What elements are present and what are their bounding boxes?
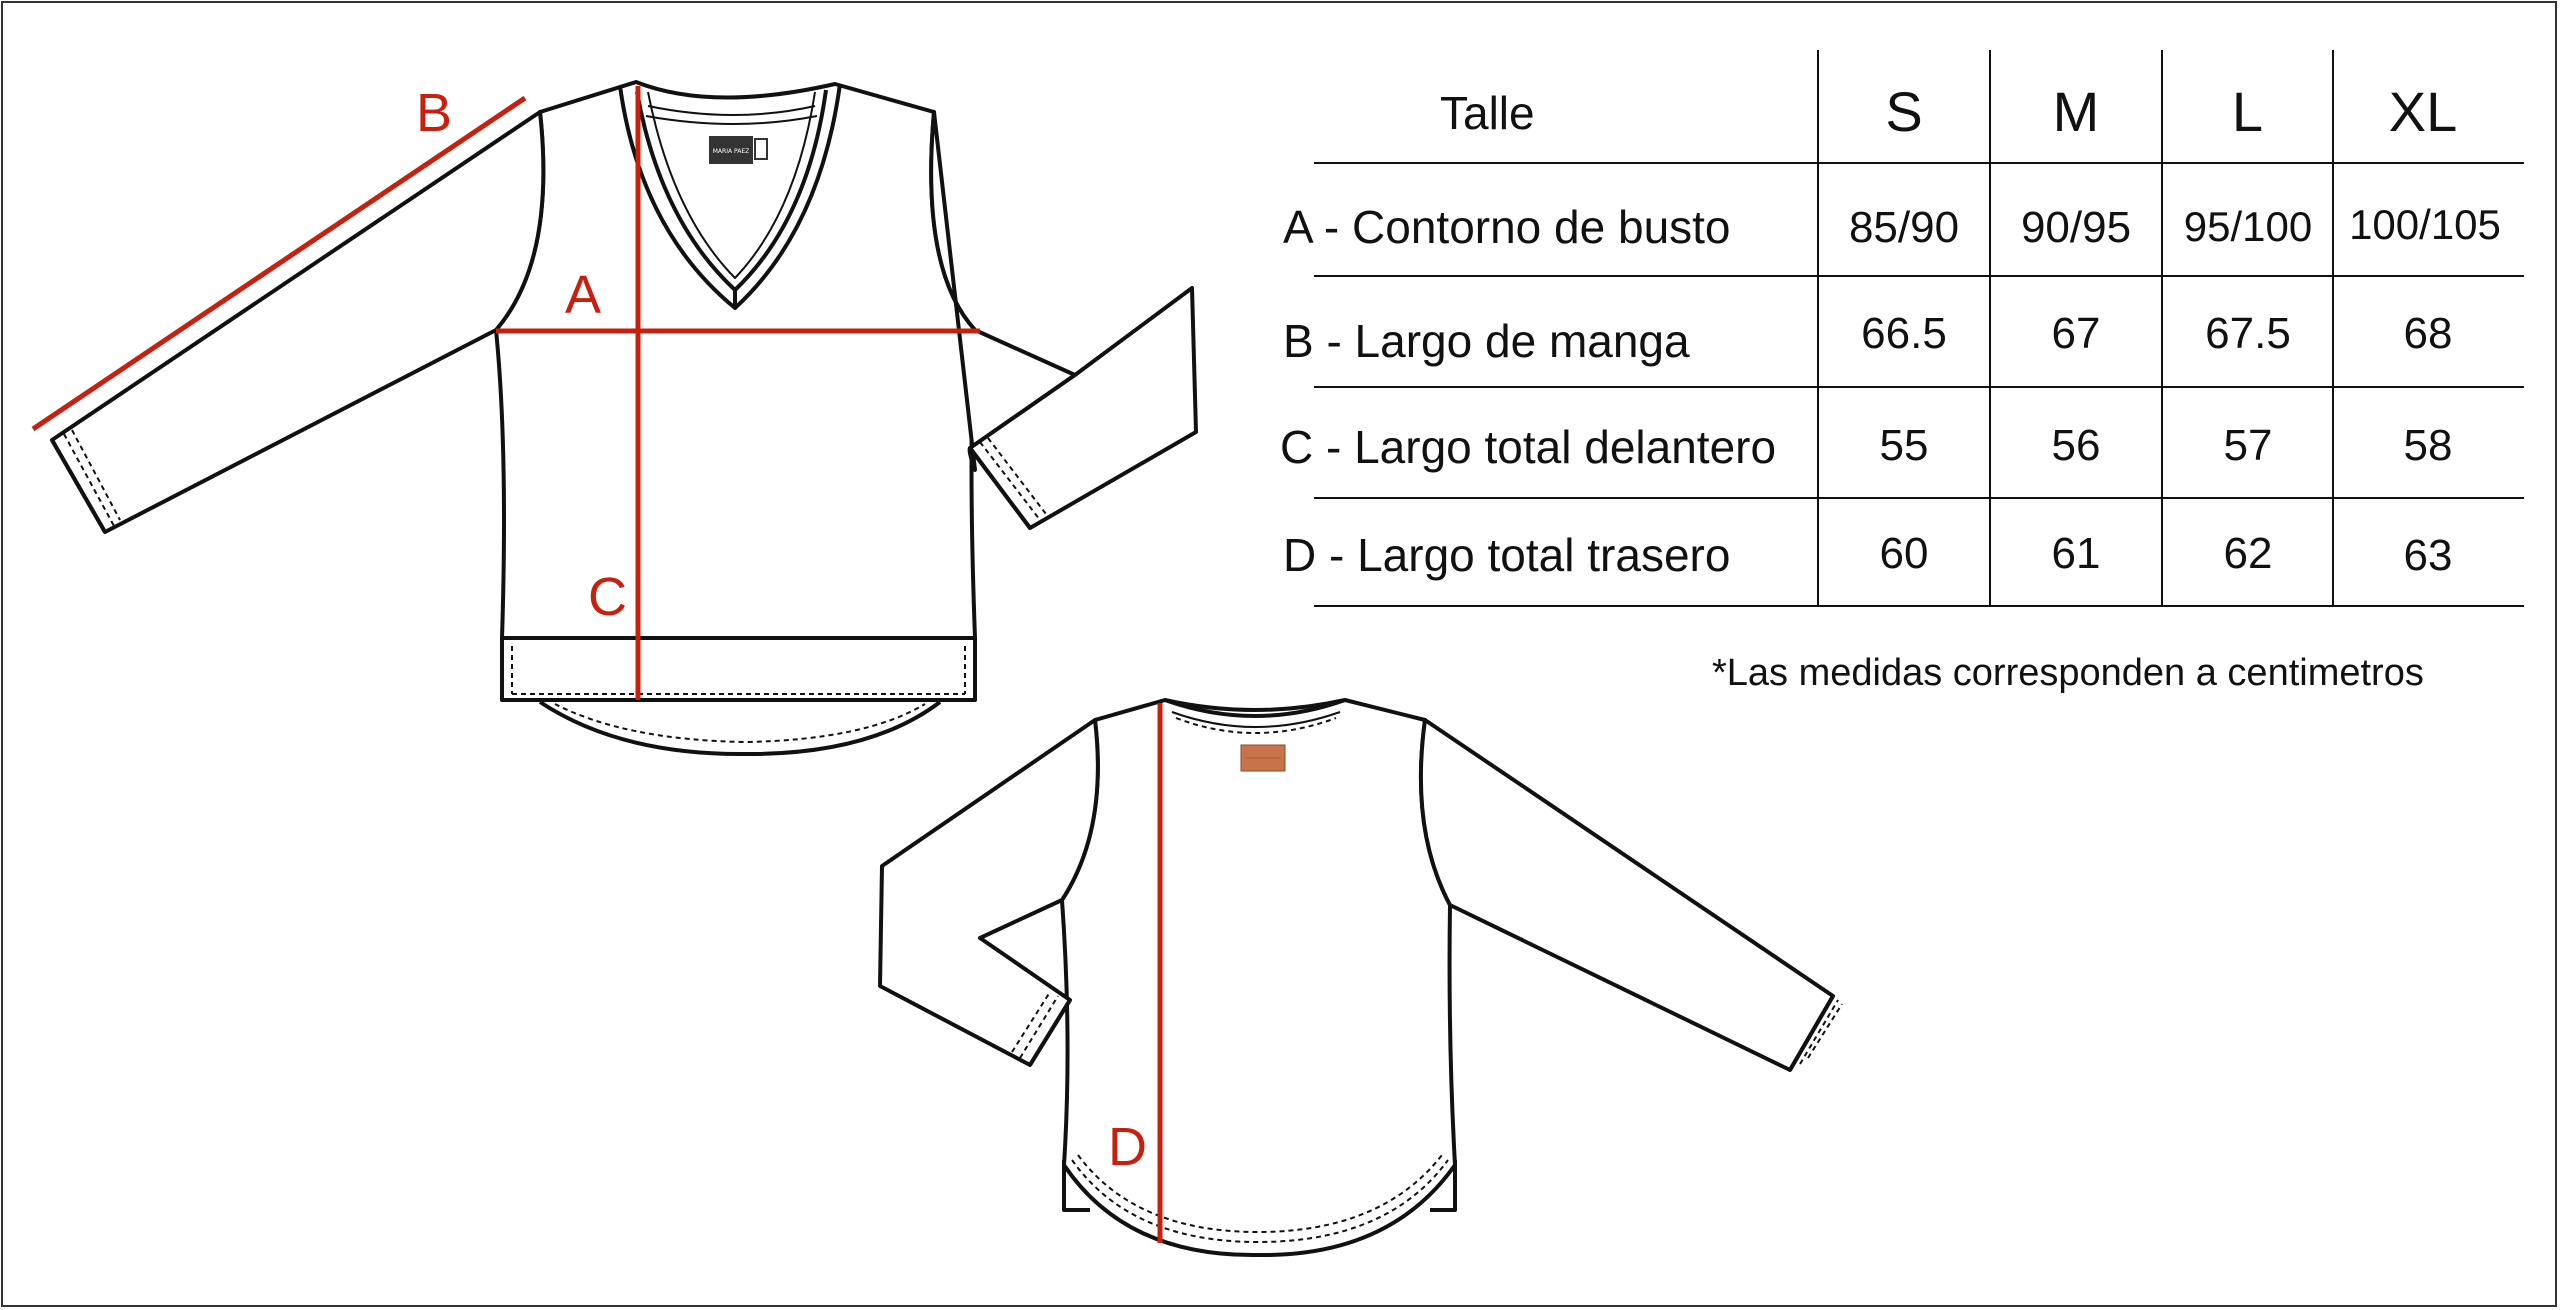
table-cell: 61: [2051, 529, 2101, 578]
table-cell: 67.5: [2205, 309, 2291, 358]
table-cell: 62: [2223, 529, 2273, 578]
front-hem-band: [500, 636, 977, 702]
back-right-sleeve: [1418, 718, 1835, 1072]
table-cell: 95/100: [2183, 203, 2313, 250]
table-row-label: B - Largo de manga: [1283, 315, 1690, 367]
table-cell: 68: [2403, 309, 2453, 358]
table-cell: 63: [2403, 531, 2453, 580]
size-table-grid: [1314, 50, 2524, 607]
front-right-forearm: [968, 286, 1198, 530]
table-cell: 90/95: [2020, 203, 2132, 252]
table-cell: 55: [1879, 421, 1929, 470]
front-right-cuff: [968, 446, 1032, 530]
table-cell: 67: [2051, 309, 2101, 358]
front-back-hem: [538, 700, 942, 757]
sweater-front: [50, 80, 1198, 757]
back-hem: [1062, 1160, 1090, 1212]
front-body-outline: [494, 80, 977, 640]
sweater-back: [878, 698, 1843, 1258]
front-left-sleeve: [50, 110, 546, 534]
table-cell: 66.5: [1861, 309, 1947, 358]
back-left-cuff: [1028, 998, 1072, 1067]
table-row-label: C - Largo total delantero: [1280, 421, 1777, 473]
table-header-size: XL: [2388, 80, 2458, 143]
table-cell: 60: [1879, 529, 1929, 578]
back-right-cuff: [1788, 994, 1835, 1072]
table-header-size: L: [2231, 80, 2264, 143]
table-row-label: A - Contorno de busto: [1283, 201, 1731, 253]
tag-text: MARIA PAEZ: [713, 148, 749, 155]
table-cell: 85/90: [1848, 203, 1960, 252]
front-brand-tag: MARIA PAEZ: [709, 136, 768, 164]
measure-label-a: A: [565, 265, 602, 325]
table-header-size: M: [2052, 80, 2100, 143]
back-neckline: [1164, 698, 1346, 718]
measure-label-c: C: [588, 567, 627, 627]
front-right-sleeve: [929, 110, 1077, 472]
measure-label-d: D: [1108, 1117, 1147, 1177]
back-brand-tag: [1240, 744, 1286, 772]
front-measure-lines: [31, 86, 980, 700]
table-cell: 58: [2403, 421, 2453, 470]
table-cell: 57: [2223, 421, 2273, 470]
measure-label-b: B: [416, 83, 453, 143]
table-header-size: S: [1885, 80, 1923, 143]
back-left-sleeve: [878, 718, 1100, 1067]
measure-line-b: [31, 95, 527, 432]
measurement-note: *Las medidas corresponden a centimetros: [1712, 652, 2424, 694]
table-header-talle: Talle: [1440, 87, 1535, 139]
front-left-cuff: [50, 439, 107, 533]
table-cell: 100/105: [2349, 201, 2501, 248]
table-row-label: D - Largo total trasero: [1283, 529, 1731, 581]
table-cell: 56: [2051, 421, 2101, 470]
